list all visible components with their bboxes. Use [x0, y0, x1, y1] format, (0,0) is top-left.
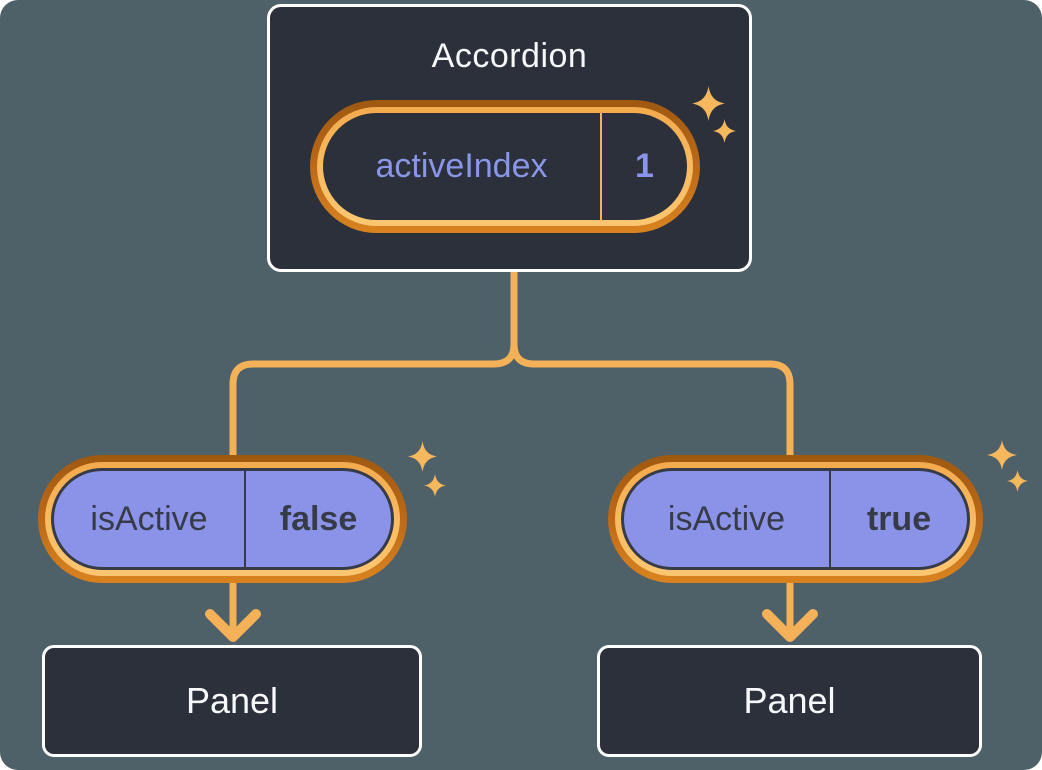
arrow-down-icon — [205, 609, 261, 642]
panel-label: Panel — [185, 680, 279, 721]
sparkle-icon — [713, 119, 736, 143]
sparkle-icon — [987, 440, 1017, 470]
accordion-node: Accordion activeIndex 1 — [267, 4, 752, 272]
panel-node: Panel — [42, 645, 422, 757]
prop-pill-body: isActive false — [51, 468, 394, 570]
state-name: activeIndex — [375, 147, 548, 185]
connector-right-branch — [510, 265, 794, 460]
prop-divider — [829, 471, 831, 567]
prop-name: isActive — [667, 499, 786, 538]
prop-pill-true: isActive true — [608, 455, 983, 583]
prop-pill-body: isActive true — [621, 468, 970, 570]
panel-node: Panel — [597, 645, 982, 757]
panel-label: Panel — [743, 680, 836, 721]
sparkle-icon — [692, 86, 725, 121]
prop-pill-ring: isActive false — [45, 462, 400, 576]
state-divider — [600, 113, 602, 220]
prop-value: false — [279, 499, 358, 538]
prop-pill-ring: isActive true — [615, 462, 976, 576]
prop-value: true — [866, 499, 932, 538]
prop-pill-false: isActive false — [38, 455, 407, 583]
sparkle-icon — [1007, 470, 1028, 492]
sparkle-icon — [408, 441, 437, 472]
state-pill-ring: activeIndex 1 — [317, 107, 693, 226]
state-pill: activeIndex 1 — [310, 100, 700, 233]
prop-divider — [244, 471, 246, 567]
connector-left-branch — [229, 265, 518, 460]
sparkle-icon — [424, 474, 446, 497]
prop-name: isActive — [90, 499, 208, 538]
accordion-title: Accordion — [431, 37, 588, 75]
arrow-down-icon — [762, 609, 818, 642]
state-pill-body: activeIndex 1 — [323, 113, 687, 220]
state-value: 1 — [635, 147, 654, 185]
